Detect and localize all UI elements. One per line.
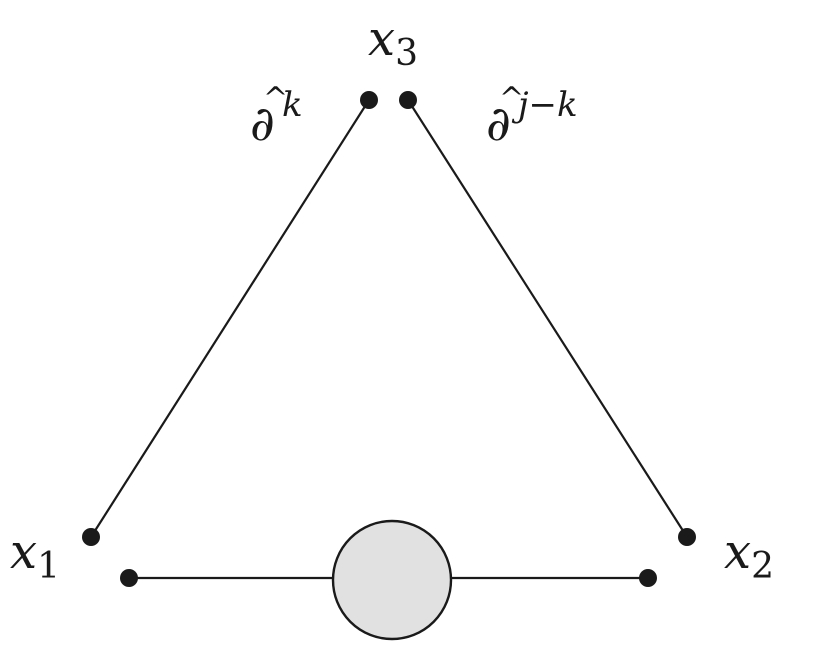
vertex-x2-upper [678,528,696,546]
label-x1: x1 [10,524,60,587]
vertex-x3-left [360,91,378,109]
operator-right-hat: ^ [499,81,524,116]
vertex-x1-lower [120,569,138,587]
edge-x3-x2 [407,99,688,538]
operator-right-exponent: j−k [511,85,578,125]
edge-x1-x3 [90,99,370,538]
vertex-x3-right [399,91,417,109]
operator-left-exponent: k [282,85,303,125]
vertex-x2-lower [639,569,657,587]
operator-left-hat: ^ [263,81,288,116]
operator-right-partial: ∂ [486,96,511,152]
label-x2: x2 [724,524,774,587]
operator-left: ^ ∂ k [250,81,303,152]
operator-left-partial: ∂ [250,96,275,152]
loop-blob [331,519,453,641]
operator-right: ^ ∂ j−k [486,81,578,152]
vertex-x1-upper [82,528,100,546]
label-x3: x3 [368,11,418,74]
